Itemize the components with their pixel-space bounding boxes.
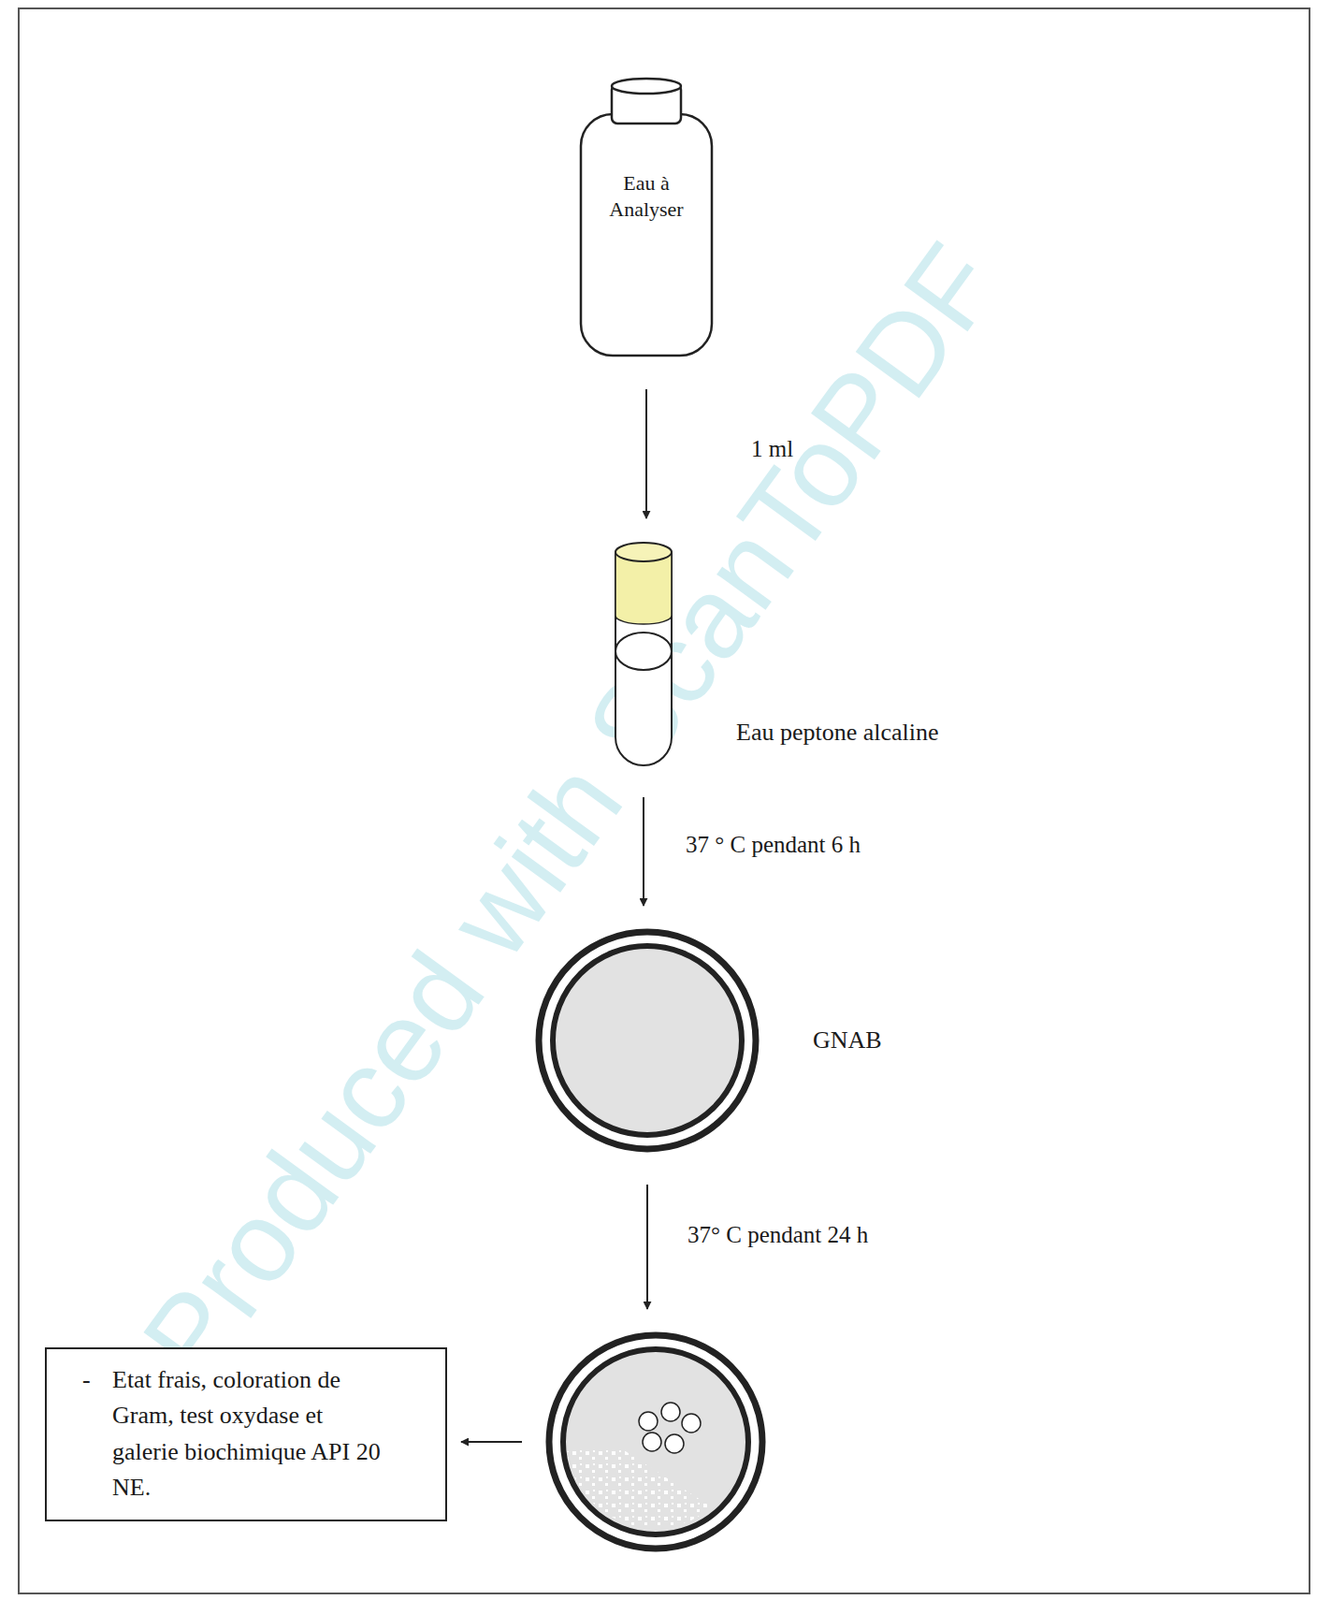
page-frame [18,8,1310,1593]
flow-arrow [646,1184,649,1309]
flow-arrow [461,1440,522,1443]
bullet-mark: - [65,1361,113,1398]
result-text: Etat frais, coloration de Gram, test oxy… [112,1361,384,1506]
bottle-label: Eau à Analyser [594,170,698,222]
petri-dish-colonies-outline [545,1331,767,1552]
culture-tube: Eau peptone alcaline [613,540,674,766]
node-label: Eau peptone alcaline [736,718,940,747]
step-condition: 1 ml [748,435,796,463]
step-condition: 37° C pendant 24 h [684,1221,871,1248]
petri-dish-outline [535,927,760,1153]
flow-arrow [645,389,648,519]
watermark: Produced with ScanToPDF [116,220,1025,1402]
step-condition: 37 ° C pendant 6 h [682,831,864,858]
node-label: GNAB [812,1026,883,1055]
petri-dish-colonies [545,1331,767,1552]
petri-dish: GNAB [535,927,760,1153]
culture-tube-outline [613,540,674,766]
sample-bottle: Eau à Analyser [578,76,714,358]
result-box: -Etat frais, coloration de Gram, test ox… [44,1346,448,1521]
